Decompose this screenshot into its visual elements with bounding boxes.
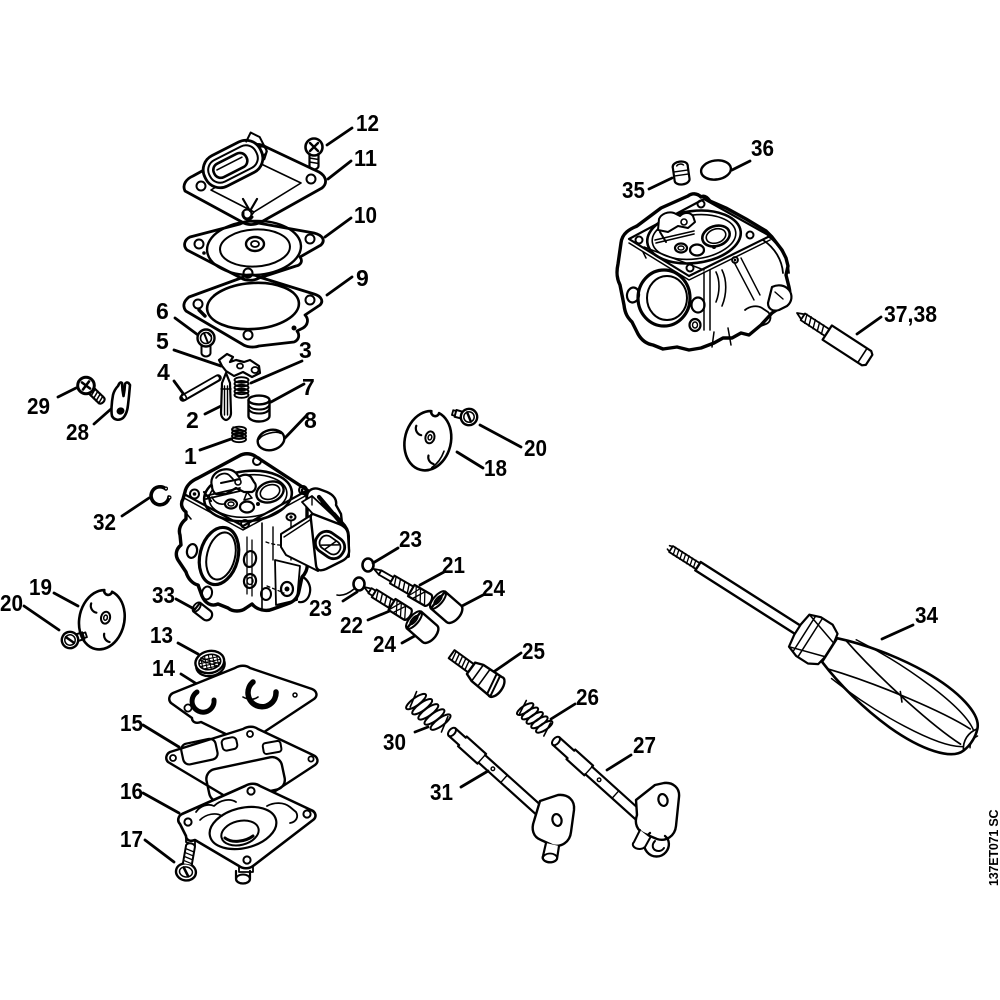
svg-text:4: 4 — [157, 359, 170, 385]
svg-text:13: 13 — [150, 622, 173, 648]
svg-text:6: 6 — [156, 298, 169, 324]
svg-text:8: 8 — [304, 407, 317, 433]
svg-text:5: 5 — [156, 328, 169, 354]
svg-text:21: 21 — [442, 552, 465, 578]
svg-text:3: 3 — [299, 337, 312, 363]
svg-text:19: 19 — [29, 574, 52, 600]
svg-text:20: 20 — [524, 435, 547, 461]
svg-text:30: 30 — [383, 729, 406, 755]
svg-text:29: 29 — [27, 393, 50, 419]
svg-text:36: 36 — [751, 135, 774, 161]
svg-text:9: 9 — [356, 265, 369, 291]
svg-text:27: 27 — [633, 732, 656, 758]
svg-text:26: 26 — [576, 684, 599, 710]
svg-text:24: 24 — [482, 575, 505, 601]
svg-text:14: 14 — [152, 655, 175, 681]
svg-text:2: 2 — [186, 407, 199, 433]
svg-text:32: 32 — [93, 509, 116, 535]
svg-text:23: 23 — [399, 526, 422, 552]
svg-text:11: 11 — [354, 145, 377, 171]
svg-text:15: 15 — [120, 710, 143, 736]
svg-text:22: 22 — [340, 612, 363, 638]
svg-text:25: 25 — [522, 638, 545, 664]
svg-text:7: 7 — [302, 374, 315, 400]
svg-text:24: 24 — [373, 631, 396, 657]
svg-text:23: 23 — [309, 595, 332, 621]
svg-text:16: 16 — [120, 778, 143, 804]
svg-text:28: 28 — [66, 419, 89, 445]
svg-text:34: 34 — [915, 602, 938, 628]
svg-text:35: 35 — [622, 177, 645, 203]
svg-text:1: 1 — [184, 443, 197, 469]
svg-text:31: 31 — [430, 779, 453, 805]
svg-text:37,38: 37,38 — [884, 301, 937, 327]
svg-text:33: 33 — [152, 582, 175, 608]
svg-text:137ET071 SC: 137ET071 SC — [987, 810, 1000, 886]
svg-text:20: 20 — [0, 590, 23, 616]
svg-text:10: 10 — [354, 202, 377, 228]
svg-text:12: 12 — [356, 110, 379, 136]
svg-text:17: 17 — [120, 826, 143, 852]
svg-text:18: 18 — [484, 455, 507, 481]
